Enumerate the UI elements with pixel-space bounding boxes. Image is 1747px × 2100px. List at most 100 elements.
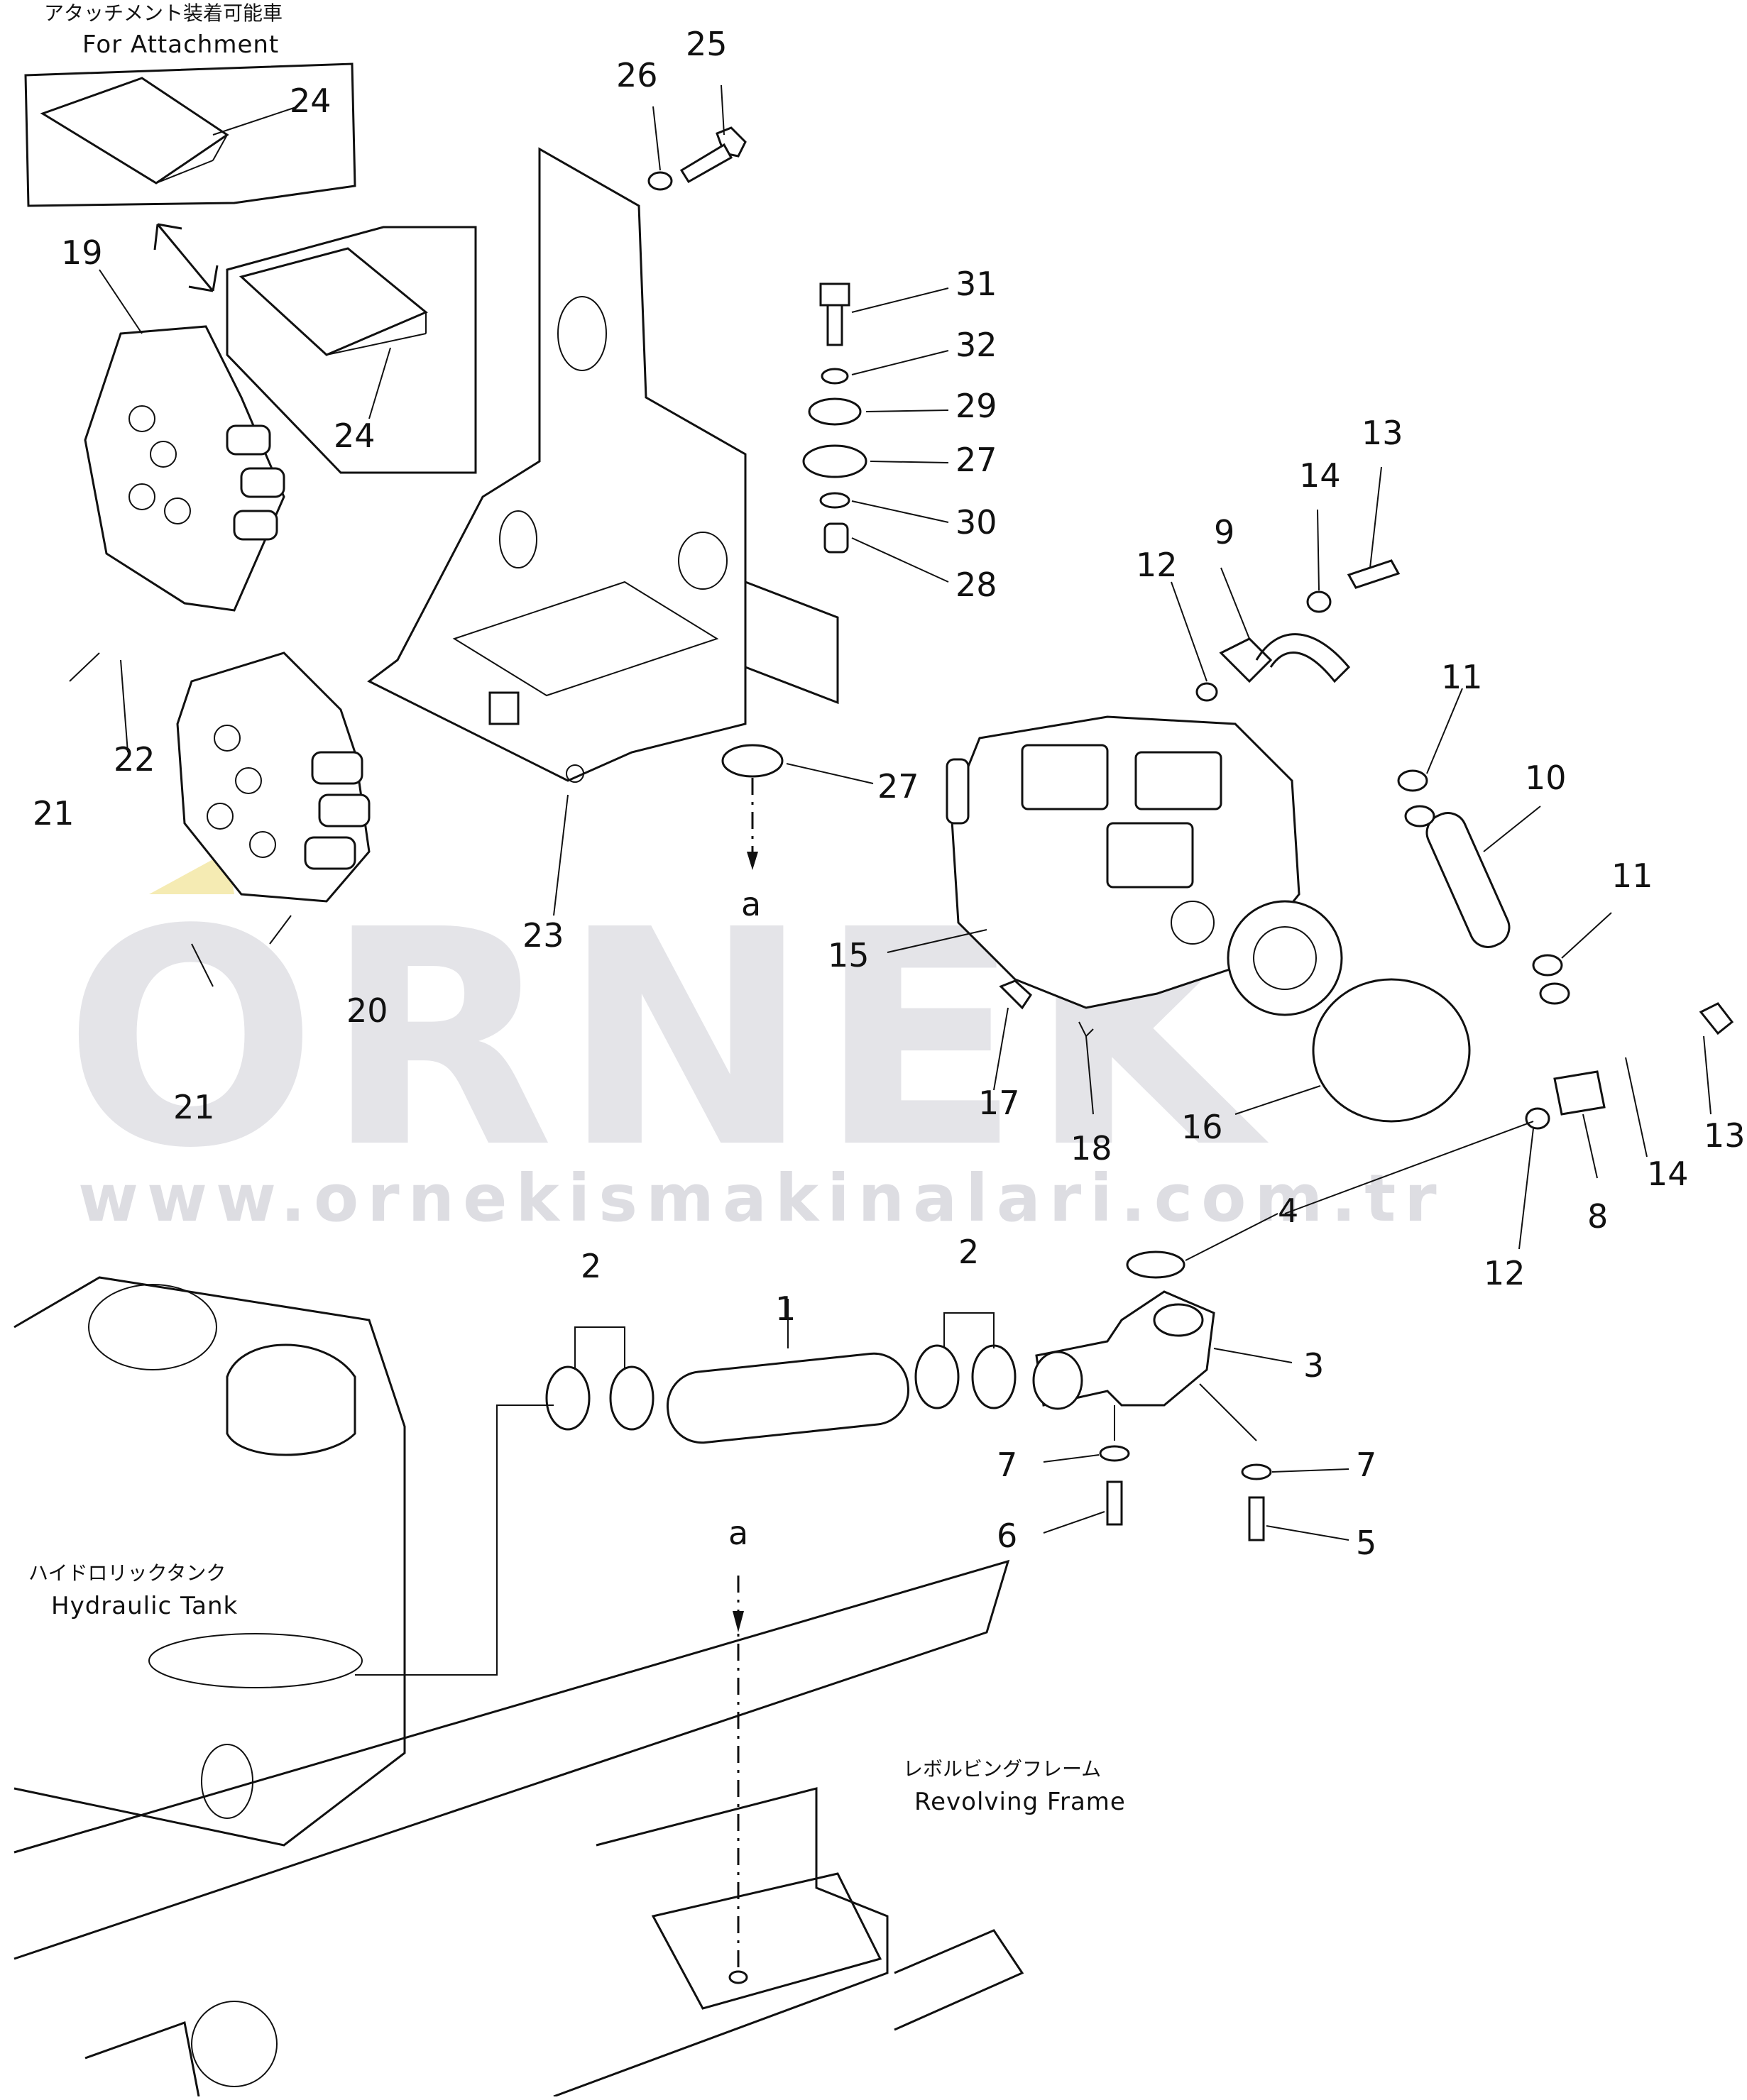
- callout-6: 6: [997, 1517, 1017, 1555]
- suction-hose-1: [666, 1352, 910, 1444]
- callout-12-top: 12: [1136, 546, 1178, 584]
- callout-21-top: 21: [33, 794, 75, 832]
- watermark-url: www.ornekismakinalari.com.tr: [78, 1160, 1445, 1236]
- mount-stack: [802, 282, 867, 554]
- bolt-31-shank: [826, 304, 843, 346]
- elbow-pipe-9: [1219, 633, 1351, 683]
- callout-13-top: 13: [1362, 414, 1403, 452]
- hydraulic-tank-label-en: Hydraulic Tank: [51, 1592, 238, 1620]
- callout-23: 23: [522, 916, 564, 955]
- control-valve-20: [176, 652, 371, 903]
- callout-5: 5: [1356, 1524, 1376, 1562]
- callout-27-bottom: 27: [877, 767, 919, 806]
- cushion-27-top: [802, 444, 867, 478]
- callout-2-left: 2: [581, 1247, 601, 1285]
- callout-29: 29: [955, 387, 997, 425]
- washer-7-left: [1099, 1445, 1130, 1462]
- bolt-13-top: [1347, 559, 1401, 589]
- hydraulic-tank-label-jp: ハイドロリックタンク: [28, 1561, 226, 1585]
- washer-29: [808, 397, 862, 426]
- callout-15: 15: [828, 936, 870, 974]
- callout-26: 26: [616, 56, 658, 94]
- o-ring-12-top: [1195, 682, 1218, 702]
- callout-28: 28: [955, 566, 997, 604]
- callout-2-right: 2: [958, 1233, 979, 1271]
- callout-7-right: 7: [1356, 1446, 1376, 1484]
- collar-28: [823, 522, 849, 554]
- clamp-11-bottom-a: [1532, 954, 1563, 977]
- callout-24-plate: 24: [334, 417, 376, 455]
- view-a-label-top: a: [741, 885, 761, 923]
- clamp-2-d: [971, 1344, 1017, 1409]
- callout-27-top: 27: [955, 441, 997, 479]
- hydraulic-pump-15: [946, 715, 1343, 1016]
- attachment-inset: アタッチメント装着可能車 For Attachment: [24, 1, 477, 474]
- attachment-note-jp: アタッチメント装着可能車: [44, 1, 283, 25]
- clamp-2-a: [545, 1365, 591, 1431]
- o-ring-16: [1312, 978, 1471, 1123]
- o-ring-4: [1126, 1250, 1185, 1279]
- bolt-17: [999, 979, 1032, 1010]
- callout-16: 16: [1181, 1108, 1223, 1146]
- washer-7-right: [1241, 1463, 1272, 1480]
- callout-11-top: 11: [1441, 658, 1483, 696]
- swap-arrow: [153, 223, 219, 292]
- attachment-plate-small: [40, 77, 229, 185]
- clamp-2-c: [914, 1344, 960, 1409]
- view-a-label-bottom: a: [728, 1514, 748, 1552]
- watermark-accent: [149, 852, 234, 894]
- clamp-11-top-b: [1404, 805, 1435, 828]
- callout-11-bottom: 11: [1611, 857, 1653, 895]
- suction-elbow-3: [1032, 1290, 1215, 1410]
- callout-17: 17: [978, 1084, 1020, 1122]
- callout-14-right: 14: [1647, 1155, 1689, 1193]
- leader-lines: [69, 84, 1712, 1541]
- flange-8: [1553, 1070, 1606, 1116]
- callout-22: 22: [114, 740, 155, 779]
- attachment-inset-frame: [24, 62, 356, 207]
- callout-19: 19: [61, 233, 103, 272]
- component-labels: ハイドロリックタンク Hydraulic Tank レボルビングフレーム Rev…: [28, 1561, 1125, 1816]
- callout-20: 20: [346, 991, 388, 1030]
- bolt-6: [1106, 1480, 1123, 1526]
- callout-13-right: 13: [1704, 1116, 1746, 1155]
- callout-4: 4: [1278, 1192, 1298, 1230]
- bolt-13-right: [1699, 1002, 1734, 1035]
- o-ring-12-bottom: [1525, 1107, 1550, 1130]
- callout-12-bottom: 12: [1484, 1254, 1526, 1292]
- callout-24-inset: 24: [290, 82, 332, 120]
- bracket-23: [367, 147, 839, 783]
- attachment-plate-frame: [226, 226, 477, 474]
- callout-30: 30: [955, 503, 997, 542]
- hydraulic-tank: [13, 1276, 406, 1847]
- callout-10: 10: [1525, 759, 1567, 797]
- callout-18: 18: [1070, 1129, 1112, 1167]
- washer-32: [821, 368, 849, 385]
- callout-7-left: 7: [997, 1446, 1017, 1484]
- hose-10: [1425, 812, 1511, 948]
- bolt-5: [1248, 1496, 1265, 1541]
- clamp-2-b: [609, 1365, 655, 1431]
- washer-14-top: [1306, 590, 1332, 613]
- callout-14-top: 14: [1299, 456, 1341, 495]
- callout-32: 32: [955, 326, 997, 364]
- callout-25: 25: [686, 25, 728, 63]
- callout-31: 31: [955, 265, 997, 303]
- callout-3: 3: [1303, 1346, 1324, 1385]
- cushion-27-bottom: [721, 744, 784, 778]
- ring-30: [819, 492, 850, 509]
- washer-26: [647, 171, 673, 191]
- control-valve-19: [84, 325, 285, 612]
- bolt-31-head: [819, 282, 850, 307]
- callout-21-bottom: 21: [173, 1088, 215, 1126]
- clamp-11-bottom-b: [1539, 982, 1570, 1005]
- clamp-11-top-a: [1397, 769, 1428, 792]
- revolving-frame-label-jp: レボルビングフレーム: [903, 1757, 1101, 1781]
- attachment-note-en: For Attachment: [82, 31, 279, 59]
- callout-8: 8: [1587, 1197, 1608, 1236]
- bolt-25: [679, 126, 747, 184]
- callout-1: 1: [775, 1290, 796, 1328]
- suction-line-route: [355, 1404, 554, 1676]
